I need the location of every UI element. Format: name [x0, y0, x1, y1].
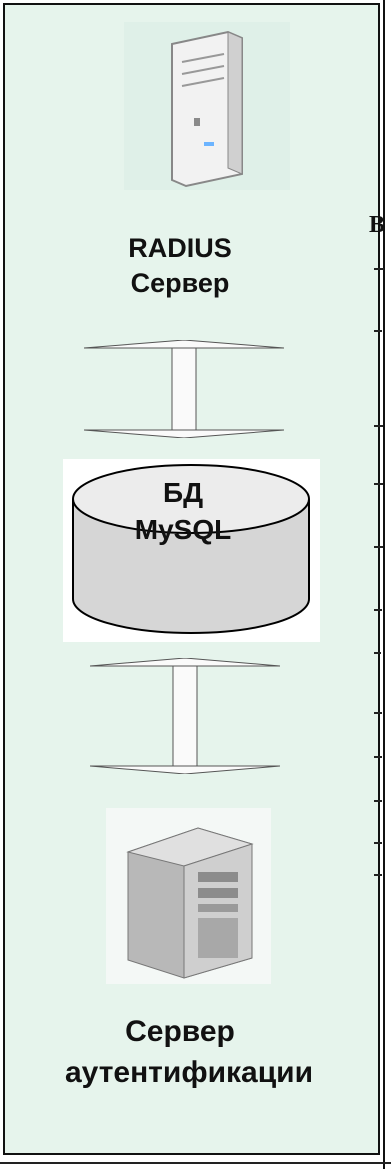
- tower-server-icon: [171, 30, 243, 188]
- auth-label-line2: аутентификации: [64, 1056, 314, 1089]
- cutoff-mark: [374, 330, 382, 332]
- radius-label-line1: RADIUS: [128, 233, 232, 263]
- auth-server-image: [106, 808, 271, 984]
- cutoff-mark: [374, 842, 382, 844]
- radius-label-line2: Сервер: [130, 268, 230, 298]
- cutoff-mark: [374, 652, 381, 654]
- cutoff-mark: [374, 425, 383, 427]
- database-tile: [63, 459, 320, 642]
- auth-label-line1: Сервер: [125, 1015, 235, 1048]
- bidirectional-arrow-bottom: [90, 658, 280, 774]
- database-cylinder-icon: [72, 464, 310, 634]
- cutoff-mark: [374, 483, 383, 485]
- bidirectional-arrow-top: [84, 340, 284, 438]
- cutoff-mark: [374, 712, 382, 714]
- server-cabinet-icon: [126, 827, 254, 979]
- radius-server-image: [124, 22, 290, 190]
- cutoff-mark: [374, 874, 382, 876]
- cutoff-mark: [374, 800, 382, 802]
- cutoff-mark: [374, 268, 384, 270]
- right-edge-line: [383, 0, 385, 1169]
- cutoff-mark: [374, 756, 382, 758]
- cutoff-mark: [374, 609, 382, 611]
- database-label-line1: БД: [162, 477, 204, 508]
- cutoff-mark: [374, 546, 383, 548]
- database-label-line2: MySQL: [134, 514, 232, 545]
- bottom-edge-line: [0, 1162, 391, 1164]
- cutoff-letter: В: [369, 212, 386, 238]
